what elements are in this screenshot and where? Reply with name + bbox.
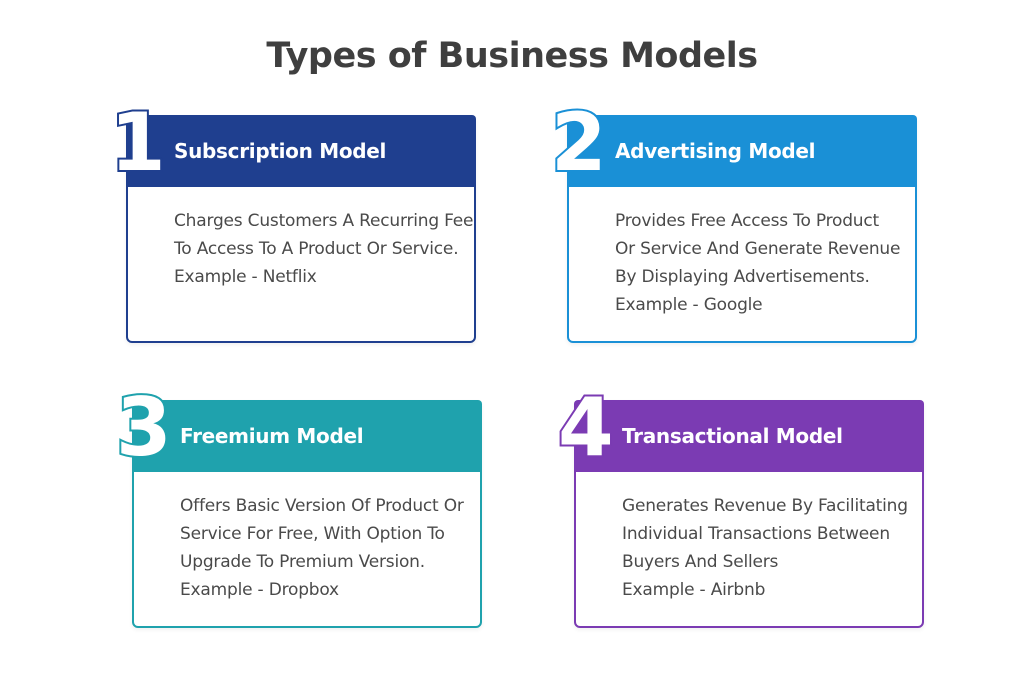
card-description-line: Service For Free, With Option To <box>180 524 445 544</box>
card-title: Freemium Model <box>180 424 364 448</box>
card-title: Transactional Model <box>622 424 843 448</box>
card-description-line: Upgrade To Premium Version. <box>180 552 425 572</box>
card-description: Generates Revenue By Facilitating Indivi… <box>622 492 917 604</box>
card-number: 3 <box>114 381 174 474</box>
card-description-line: Charges Customers A Recurring Fee <box>174 211 474 231</box>
card-header: Freemium Model <box>132 400 482 472</box>
card-description-line: Or Service And Generate Revenue <box>615 239 901 259</box>
card-title: Advertising Model <box>615 139 816 163</box>
card-description: Provides Free Access To Product Or Servi… <box>615 207 910 319</box>
card-description-line: Buyers And Sellers <box>622 552 779 572</box>
card-description-line: Example - Airbnb <box>622 580 766 600</box>
card-header: Transactional Model <box>574 400 924 472</box>
card-description-line: Generates Revenue By Facilitating <box>622 496 908 516</box>
card-title: Subscription Model <box>174 139 387 163</box>
page-title: Types of Business Models <box>266 36 758 76</box>
card-header: Advertising Model <box>567 115 917 187</box>
card-description-line: Example - Dropbox <box>180 580 339 600</box>
card-number: 2 <box>549 96 609 189</box>
card-description: Charges Customers A Recurring Fee To Acc… <box>174 207 474 291</box>
card-number: 1 <box>108 96 168 189</box>
card-description: Offers Basic Version Of Product Or Servi… <box>180 492 475 604</box>
card-description-line: By Displaying Advertisements. <box>615 267 870 287</box>
card-header: Subscription Model <box>126 115 476 187</box>
card-description-line: Example - Netflix <box>174 267 317 287</box>
card-description-line: Provides Free Access To Product <box>615 211 879 231</box>
card-description-line: Offers Basic Version Of Product Or <box>180 496 464 516</box>
card-description-line: Example - Google <box>615 295 763 315</box>
card-number: 4 <box>556 381 616 474</box>
card-description-line: To Access To A Product Or Service. <box>174 239 459 259</box>
card-description-line: Individual Transactions Between <box>622 524 890 544</box>
